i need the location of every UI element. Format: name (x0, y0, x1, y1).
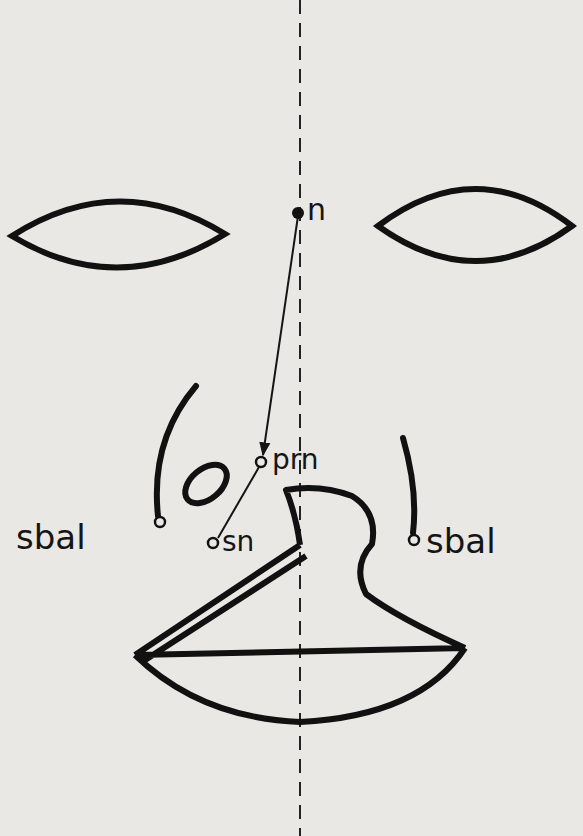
left-eye (12, 201, 225, 267)
right-ala (403, 438, 414, 533)
prn-point (256, 457, 266, 467)
left-ala (157, 386, 196, 516)
landmark-label: sbal (16, 520, 86, 554)
midline (299, 0, 301, 836)
landmark-label: n (307, 195, 326, 225)
sbal-point (155, 517, 165, 527)
right-eye (378, 189, 572, 261)
nostril (178, 457, 234, 511)
sbal-point (409, 535, 419, 545)
sn-point (208, 538, 218, 548)
measure-line (263, 216, 298, 455)
lips (135, 488, 465, 722)
n-point (292, 207, 304, 219)
landmark-label: prn (272, 446, 319, 474)
landmark-label: sn (222, 528, 254, 556)
landmark-label: sbal (426, 524, 496, 558)
